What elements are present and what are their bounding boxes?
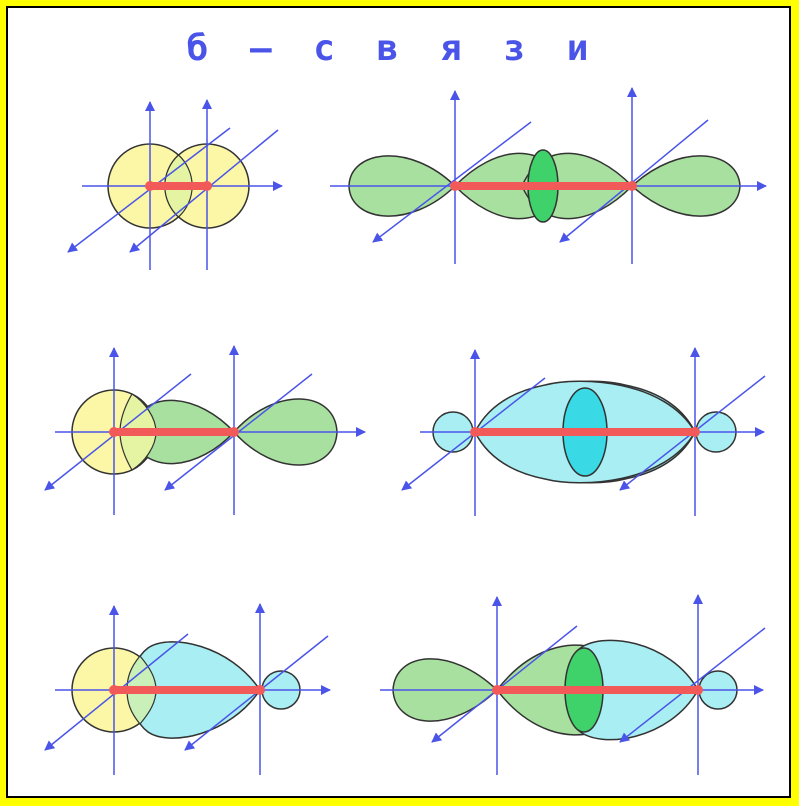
panel-p-sp [380, 594, 766, 775]
nucleus [255, 685, 265, 695]
nucleus [492, 685, 502, 695]
nucleus [109, 685, 119, 695]
panel-s-s [67, 99, 283, 270]
diagram-title: б – с в я з и [186, 28, 599, 69]
nucleus [202, 181, 212, 191]
panel-p-p [330, 87, 767, 264]
nucleus [470, 427, 480, 437]
nucleus [627, 181, 637, 191]
nucleus [145, 181, 155, 191]
nucleus [690, 427, 700, 437]
nucleus [229, 427, 239, 437]
nucleus [450, 181, 460, 191]
panel-s-p [44, 345, 366, 515]
panel-sp-sp [401, 347, 766, 516]
nucleus [109, 427, 119, 437]
nucleus [693, 685, 703, 695]
panel-s-sp [44, 603, 331, 775]
